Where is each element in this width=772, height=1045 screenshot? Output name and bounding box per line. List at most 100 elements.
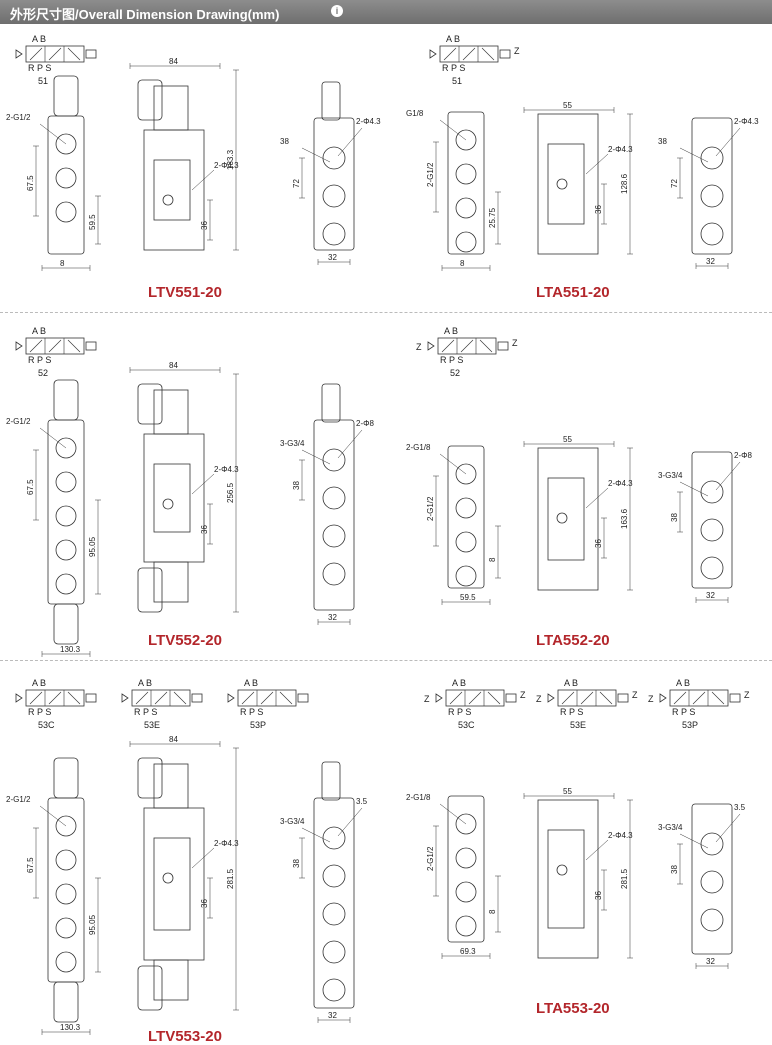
outline (237, 689, 297, 707)
line (449, 691, 463, 705)
port-circle (700, 556, 724, 580)
symbol-ports-top: A B (564, 678, 578, 688)
actuator-icon (15, 341, 23, 351)
outline (47, 419, 85, 605)
model-name-ltv553: LTV553-20 (148, 1028, 222, 1045)
outline (191, 693, 203, 703)
line (301, 449, 331, 465)
line (67, 47, 81, 61)
dimension-label: 36 (200, 221, 209, 230)
outline (669, 689, 729, 707)
symbol-ports-bottom: R P S (442, 63, 465, 73)
port-circle (55, 849, 77, 871)
symbol-ports-top: A B (452, 678, 466, 688)
z-label: Z (512, 338, 518, 348)
symbol-ports-top: A B (32, 326, 46, 336)
dimension-label: 38 (292, 481, 301, 490)
port-circle (556, 864, 568, 876)
line (191, 473, 215, 495)
outline (537, 447, 599, 591)
line (715, 127, 741, 157)
z-label: Z (416, 342, 422, 352)
symbol-code: 52 (450, 368, 460, 378)
dimension-label: 2-G1/2 (426, 496, 435, 521)
dimension-label: 32 (706, 591, 715, 600)
line (585, 487, 609, 509)
symbol-ports-bottom: R P S (28, 355, 51, 365)
outline (537, 799, 599, 959)
dimension-label: 8 (488, 557, 497, 562)
dimension-label: 55 (563, 435, 572, 444)
callout-label: 2-Φ4.3 (608, 145, 633, 154)
info-icon[interactable]: i (331, 5, 343, 17)
dimension-label: 163.6 (620, 508, 629, 529)
callout-label: 2-Φ4.3 (214, 839, 239, 848)
symbol-ports-bottom: R P S (240, 707, 263, 717)
port-circle (700, 222, 724, 246)
dimension-label: 38 (292, 859, 301, 868)
outline (131, 689, 191, 707)
port-circle (455, 231, 477, 253)
port-circle (455, 163, 477, 185)
port-circle (455, 565, 477, 587)
port-circle (455, 463, 477, 485)
symbol-code: 53E (144, 720, 160, 730)
outline (321, 81, 341, 121)
outline (313, 797, 355, 1009)
port-circle (700, 908, 724, 932)
line (487, 691, 501, 705)
line (29, 47, 43, 61)
dimension-label: 95.05 (88, 536, 97, 557)
dimension-label: 67.5 (26, 857, 35, 873)
section-divider (0, 660, 772, 661)
line (48, 339, 62, 353)
line (48, 691, 62, 705)
outline (297, 693, 309, 703)
model-name-lta553: LTA553-20 (536, 1000, 610, 1017)
line (439, 803, 467, 825)
symbol-ports-top: A B (138, 678, 152, 688)
line (39, 427, 67, 449)
port-circle (322, 864, 346, 888)
dimension-label: 84 (169, 57, 178, 66)
outline (153, 561, 189, 603)
callout-label: 2-G1/2 (6, 795, 31, 804)
line (715, 813, 741, 843)
port-circle (55, 951, 77, 973)
port-circle (700, 870, 724, 894)
line (337, 429, 363, 459)
symbol-ports-bottom: R P S (28, 707, 51, 717)
outline (617, 693, 629, 703)
outline (691, 803, 733, 955)
dimension-label: 38 (670, 865, 679, 874)
callout-label: G1/8 (406, 109, 424, 118)
outline (547, 829, 585, 929)
dimension-label: 67.5 (26, 175, 35, 191)
outline (25, 337, 85, 355)
actuator-icon (427, 341, 435, 351)
port-circle (322, 486, 346, 510)
line (561, 691, 575, 705)
line (301, 827, 331, 843)
symbol-code: 51 (452, 76, 462, 86)
outline (437, 337, 497, 355)
port-circle (55, 815, 77, 837)
actuator-icon (15, 693, 23, 703)
port-circle (55, 573, 77, 595)
dimension-label: 2-G1/2 (426, 162, 435, 187)
line (462, 47, 476, 61)
dimension-label: 72 (670, 179, 679, 188)
port-circle (455, 881, 477, 903)
model-name-lta551: LTA551-20 (536, 284, 610, 301)
outline (153, 959, 189, 1001)
line (711, 691, 725, 705)
dimension-label: 8 (460, 259, 465, 268)
